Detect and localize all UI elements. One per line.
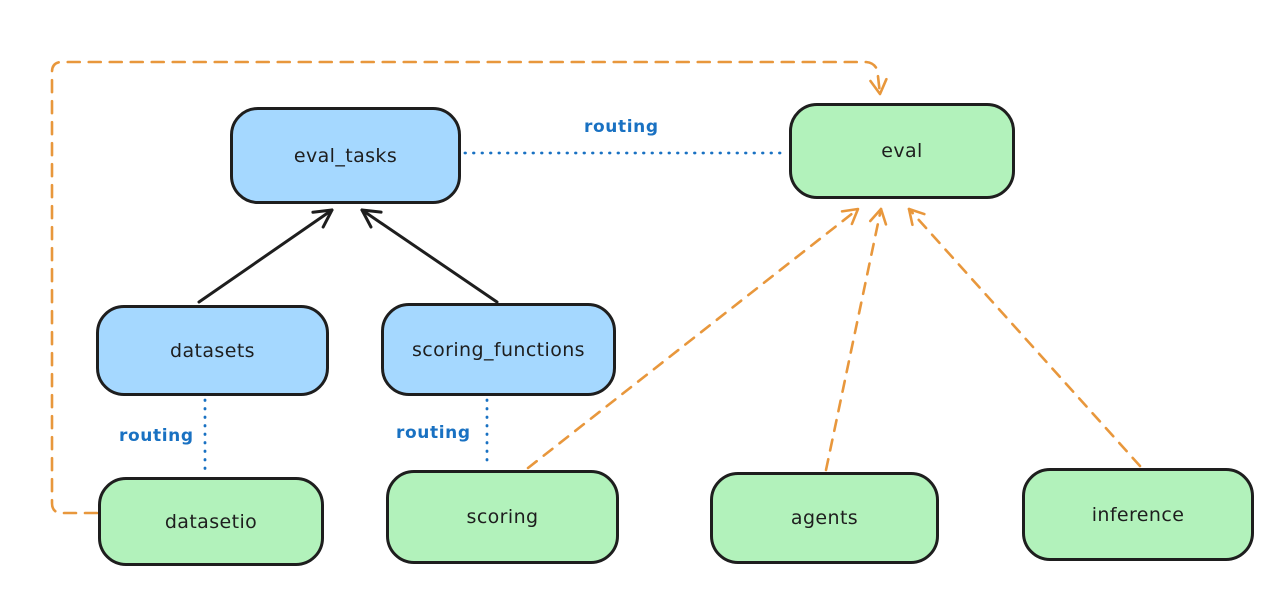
edge-datasets-to-eval-tasks [197,208,334,304]
node-scoring-label: scoring [466,506,539,528]
routing-label-scoring-functions-scoring: routing [396,423,471,443]
node-eval-label: eval [881,140,923,162]
node-datasetio-label: datasetio [164,510,258,533]
node-agents: agents [710,472,939,564]
node-datasetio: datasetio [98,477,324,566]
node-eval-tasks-label: eval_tasks [293,144,398,167]
routing-label-datasets-datasetio: routing [119,426,194,446]
node-datasets-label: datasets [170,339,255,362]
node-eval-tasks: eval_tasks [230,107,461,204]
node-scoring-functions-label: scoring_functions [412,338,585,361]
edge-inference-to-eval [907,207,1142,468]
routing-label-eval-tasks-eval: routing [584,117,659,137]
node-scoring: scoring [386,470,619,564]
node-inference-label: inference [1091,503,1185,526]
edge-agents-to-eval [824,207,888,472]
node-datasets: datasets [96,305,329,396]
node-scoring-functions: scoring_functions [381,303,616,396]
node-inference: inference [1022,468,1254,561]
node-agents-label: agents [790,507,859,529]
edge-scoring-functions-to-eval-tasks [360,208,499,304]
node-eval: eval [789,103,1015,199]
